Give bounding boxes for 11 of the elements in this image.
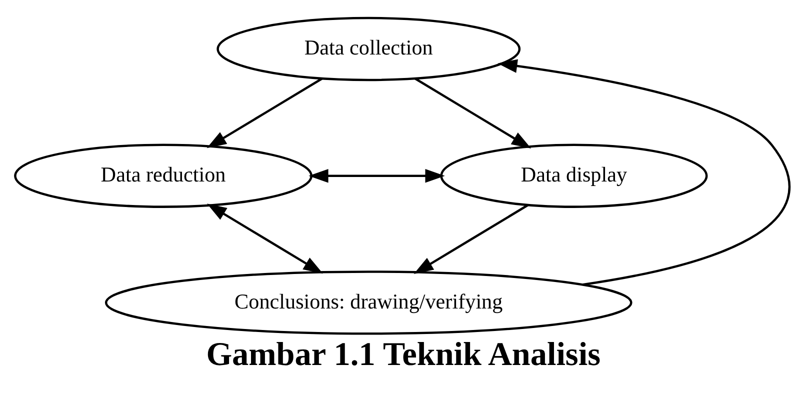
node-ellipse: Data reduction	[14, 144, 312, 208]
arrow	[414, 78, 532, 149]
arrow	[414, 204, 528, 274]
node-ellipse: Conclusions: drawing/verifying	[104, 270, 632, 335]
arrow	[206, 204, 323, 274]
arrow	[308, 168, 445, 183]
node-ellipse: Data display	[440, 144, 708, 208]
node-ellipse: Data collection	[216, 16, 521, 82]
caption: Gambar 1.1 Teknik Analisis	[206, 336, 601, 373]
arrow	[206, 78, 323, 148]
arrow	[498, 59, 790, 286]
